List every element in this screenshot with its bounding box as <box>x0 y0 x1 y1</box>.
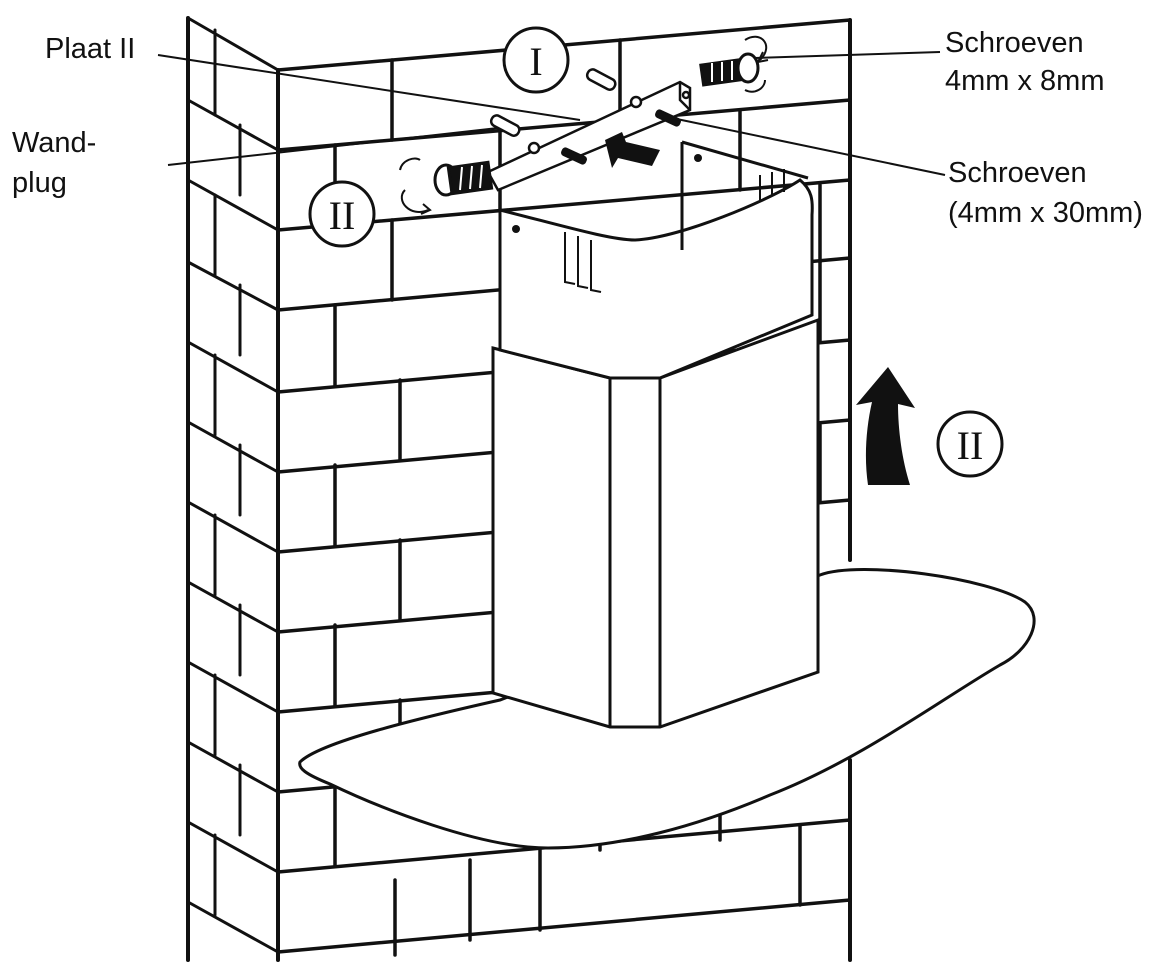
svg-text:II: II <box>957 423 984 468</box>
screws-small-label-line1: Schroeven <box>945 27 1084 59</box>
step-two-right-marker: II <box>936 410 1004 478</box>
screws-large-label-line1: Schroeven <box>948 157 1087 189</box>
plate-label: Plaat II <box>45 33 135 65</box>
bolt-right-icon <box>699 52 760 87</box>
wall-plug-label-line2: plug <box>12 167 67 199</box>
lift-arrow-icon <box>856 367 915 485</box>
screws-small-label-line2: 4mm x 8mm <box>945 65 1105 97</box>
screws-large-label-line2: (4mm x 30mm) <box>948 197 1143 229</box>
step-two-left-marker: II <box>308 180 376 248</box>
rotate-arrow-icon <box>399 35 769 215</box>
lower-chimney <box>491 317 820 729</box>
wall-plug-icon <box>489 68 617 137</box>
mounting-plate <box>486 80 692 192</box>
svg-text:I: I <box>529 39 542 84</box>
step-one-marker: I <box>502 26 570 94</box>
screw-icon <box>561 109 681 165</box>
bolt-left-icon <box>433 160 494 197</box>
leader-lines <box>157 51 946 176</box>
upper-chimney <box>498 140 814 380</box>
svg-text:II: II <box>329 193 356 238</box>
push-arrow-icon <box>605 132 660 168</box>
wall-plug-label-line1: Wand- <box>12 127 96 159</box>
